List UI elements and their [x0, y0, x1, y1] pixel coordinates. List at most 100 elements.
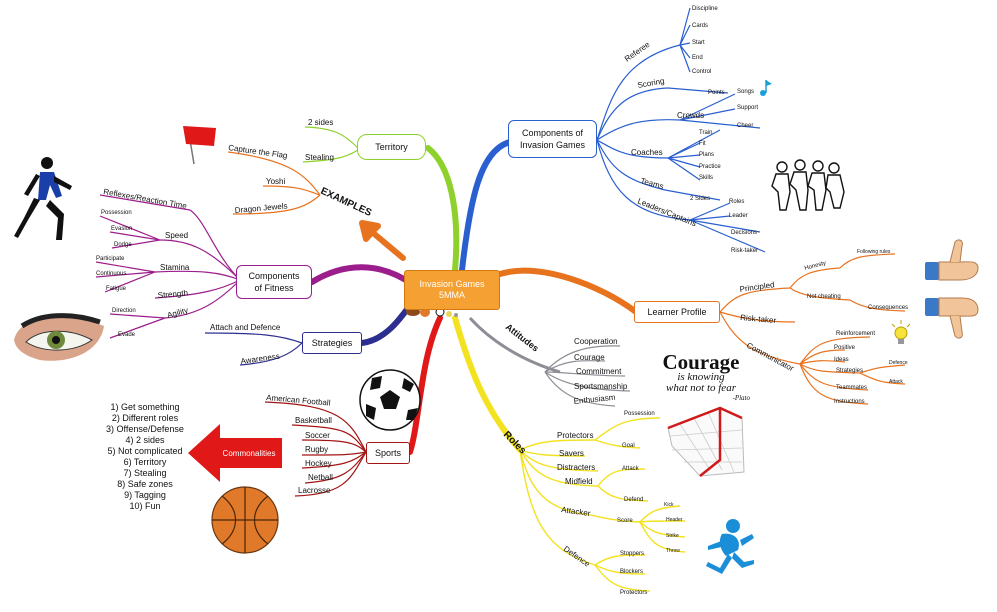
cooperation-label: Cooperation: [574, 337, 618, 346]
honesty-label: Honesty: [804, 260, 827, 271]
teammates-label: Teammates: [836, 385, 867, 391]
hockey-label: Hockey: [305, 459, 332, 468]
header-label: Header: [666, 517, 683, 523]
attacker-label: Attacker: [561, 505, 592, 518]
control-label: Control: [692, 69, 711, 75]
stick-figure-kicking-icon: [706, 519, 754, 574]
commonality-9: 9) Tagging: [124, 490, 166, 500]
protectors-def-label: Protectors: [620, 590, 647, 596]
points-label: Points: [708, 90, 725, 96]
commonalities-label: Commonalities: [223, 449, 276, 458]
examples-links: [227, 151, 321, 215]
risk-taker-label: Risk-taker: [740, 313, 777, 325]
territory-stealing-label: Stealing: [305, 153, 334, 162]
sports-node[interactable]: Sports: [366, 442, 410, 464]
commonality-10: 10) Fun: [129, 501, 161, 511]
leader-label: Leader: [729, 213, 748, 219]
awareness-label: Awareness: [240, 352, 280, 366]
american-football-label: American Football: [266, 393, 331, 408]
goal-net-icon: [667, 406, 745, 477]
risk-taker-leader-label: Risk-taker: [731, 248, 758, 254]
fitness-links: [95, 194, 241, 339]
basketball-label: Basketball: [295, 416, 332, 425]
two-sides-team-label: 2 Sides: [690, 196, 710, 202]
netball-label: Netball: [308, 473, 333, 482]
discipline-label: Discipline: [692, 6, 718, 12]
leaders-label: Leaders/Captains: [636, 197, 698, 229]
scoring-label: Scoring: [637, 76, 665, 90]
branch-attitudes: [468, 316, 561, 374]
arrow-left-icon: [188, 424, 282, 482]
commonality-1: 1) Get something: [110, 402, 180, 412]
possession-role-label: Possession: [624, 411, 655, 417]
learner-profile-links: [719, 253, 906, 405]
participate-label: Participate: [96, 256, 125, 262]
distracters-label: Distracters: [557, 463, 595, 472]
central-node[interactable]: Invasion Games 5MMA: [404, 270, 500, 310]
components-fitness-line2: of Fitness: [254, 283, 294, 293]
attach-defence-label: Attach and Defence: [210, 323, 281, 332]
team-figures-icon: [771, 159, 845, 211]
roles-links: [519, 417, 686, 592]
thumbs-down-icon: [925, 297, 979, 339]
commonalities-list: 1) Get something 2) Different roles 3) O…: [100, 402, 190, 512]
enthusiasm-label: Enthusiasm: [573, 393, 616, 406]
sports-title: Sports: [374, 448, 401, 458]
central-title: Invasion Games: [419, 279, 485, 289]
attack-role-label: Attack: [622, 466, 640, 472]
courage-quote: Courage is knowing what not to fear -Pla…: [646, 350, 756, 403]
kick-label: Kick: [664, 502, 674, 508]
not-cheating-label: Not cheating: [807, 294, 841, 300]
components-games-node[interactable]: Components of Invasion Games: [508, 120, 597, 158]
attack-lp-label: Attack: [889, 379, 903, 385]
learner-profile-title: Learner Profile: [647, 307, 707, 317]
territory-title: Territory: [375, 142, 408, 152]
components-fitness-line1: Components: [248, 271, 300, 281]
continuous-label: Continuous: [96, 271, 126, 277]
possession-fit-label: Possession: [101, 210, 132, 216]
ideas-label: Ideas: [834, 357, 849, 363]
instructions-label: Instructions: [834, 399, 865, 405]
runner-icon: [14, 157, 72, 240]
commonality-5: 5) Not complicated: [107, 446, 183, 456]
branch-components-games: [459, 139, 513, 273]
plans-label: Plans: [699, 152, 714, 158]
following-rules-label: Following rules: [857, 249, 891, 255]
territory-2-sides-label: 2 sides: [308, 118, 333, 127]
midfield-label: Midfield: [565, 477, 593, 486]
roles-label: Roles: [501, 429, 528, 456]
commitment-label: Commitment: [576, 367, 622, 376]
strike-label: Strike: [666, 533, 679, 539]
lightbulb-icon: [891, 320, 911, 344]
territory-links: [302, 126, 359, 163]
cards-label: Cards: [692, 23, 708, 29]
strategies-node[interactable]: Strategies: [302, 332, 362, 354]
fit-label: Fit: [699, 141, 706, 147]
cheer-label: Cheer: [737, 123, 753, 129]
branch-learner-profile: [497, 267, 639, 315]
territory-node[interactable]: Territory: [357, 134, 426, 160]
components-fitness-node[interactable]: Components of Fitness: [236, 265, 312, 299]
fatigue-label: Fatigue: [106, 286, 127, 292]
direction-label: Direction: [112, 308, 136, 314]
learner-profile-node[interactable]: Learner Profile: [634, 301, 720, 323]
stamina-label: Stamina: [160, 263, 190, 272]
music-note-icon: [760, 80, 772, 96]
positive-label: Positive: [834, 345, 856, 351]
consequences-label: Consequences: [868, 305, 908, 311]
stoppers-label: Stoppers: [620, 551, 644, 557]
sportsmanship-label: Sportsmanship: [574, 382, 628, 391]
defence-lp-label: Defence: [889, 360, 908, 366]
quote-title: Courage: [662, 350, 740, 374]
sports-links: [264, 401, 367, 497]
flag-icon: [183, 126, 216, 165]
branch-sports: [407, 315, 443, 455]
branch-fitness: [309, 264, 415, 287]
thumbs-up-icon: [925, 239, 979, 281]
roles-leader-label: Roles: [729, 199, 744, 205]
evasion-label: Evasion: [111, 226, 132, 232]
throw-label: Throw: [666, 548, 680, 554]
crowds-label: Crowds: [677, 111, 704, 120]
